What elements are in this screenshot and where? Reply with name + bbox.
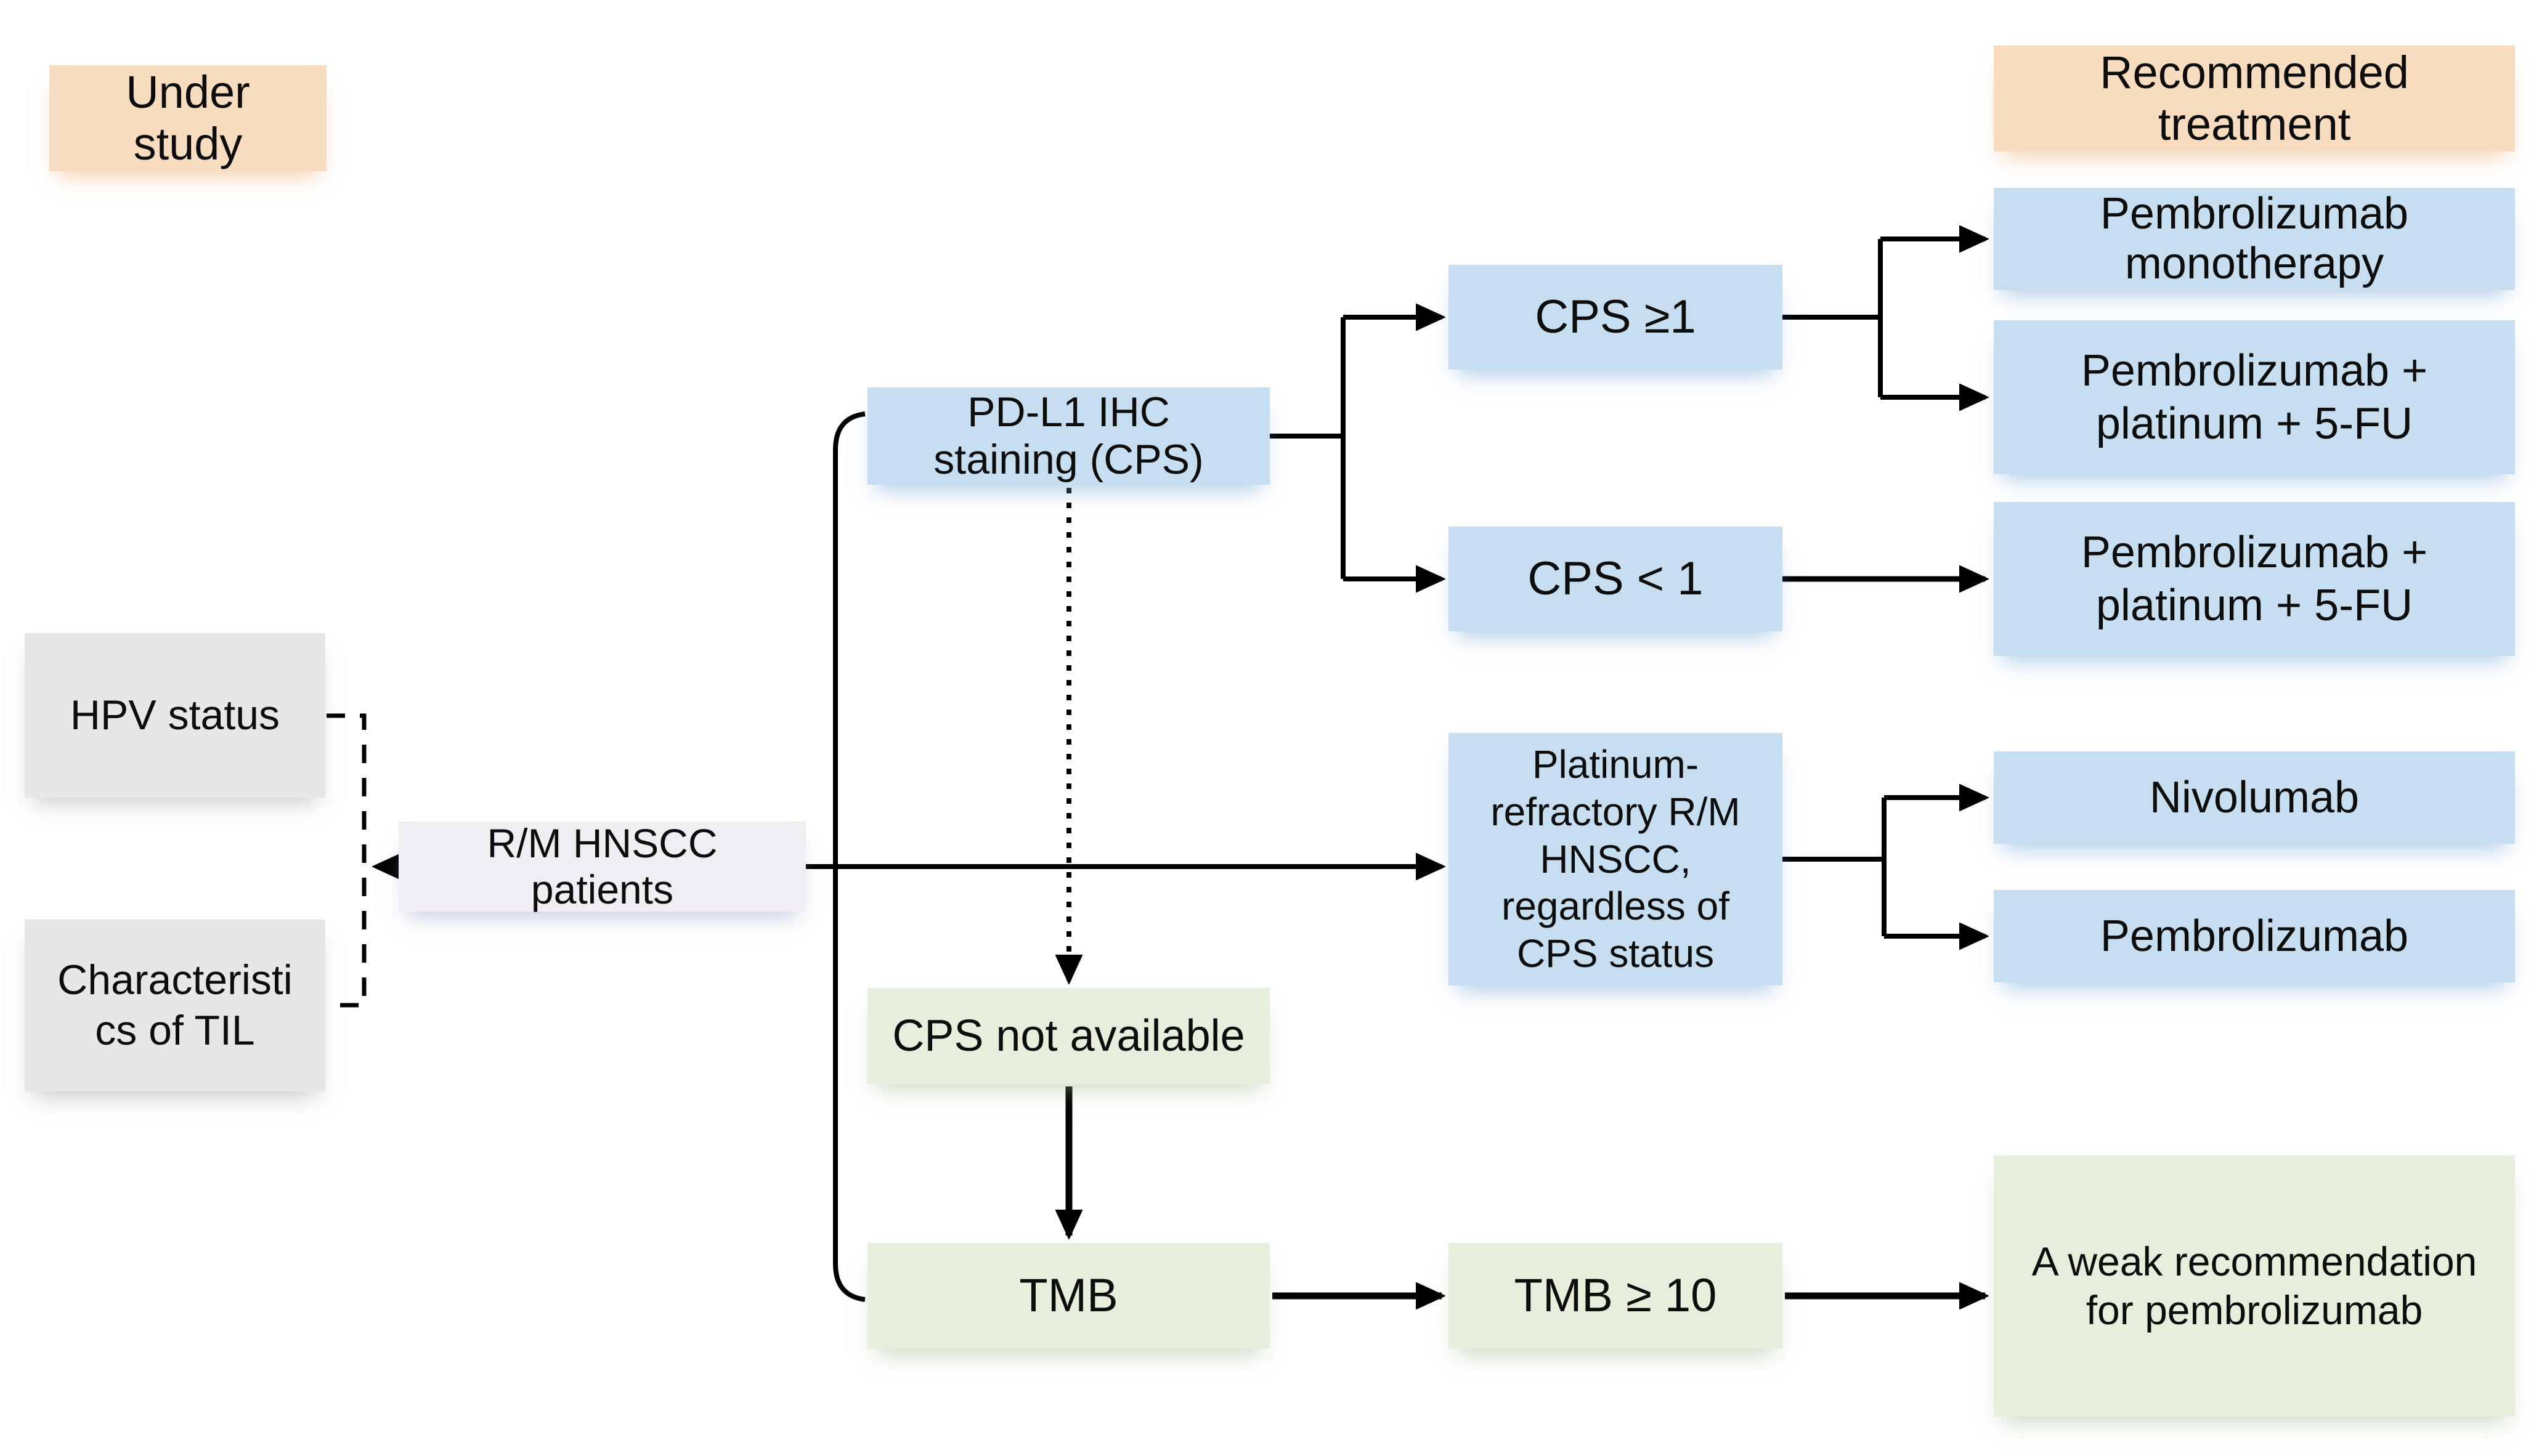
node-pembrolizumab-monotherapy-label: Pembrolizumab monotherapy [2100,188,2409,288]
node-pdl1-ihc-staining-label: PD-L1 IHC staining (CPS) [933,389,1204,483]
node-hpv-status: HPV status [25,633,325,798]
node-tmb-ge10-label: TMB ≥ 10 [1514,1269,1717,1322]
connector-dashed-understudy-bracket [327,713,367,1008]
node-tmb-label: TMB [1019,1269,1118,1322]
node-cps-not-available: CPS not available [867,988,1270,1084]
node-nivolumab: Nivolumab [1994,751,2515,844]
node-cps-ge1: CPS ≥1 [1448,265,1782,370]
node-rm-hnscc-patients: R/M HNSCC patients [399,820,806,912]
connector-cps-ge1-fork [1782,239,1883,397]
node-pembrolizumab-platinum-5fu-2: Pembrolizumab + platinum + 5-FU [1994,502,2515,656]
connector-pdl1-fork [1270,317,1346,579]
header-under-study-label: Under study [126,67,250,169]
node-tmb-ge10: TMB ≥ 10 [1448,1243,1782,1349]
node-characteristics-til-label: Characteristi cs of TIL [57,956,293,1054]
connector-rm-branch-bracket [833,411,866,1302]
node-platinum-refractory: Platinum- refractory R/M HNSCC, regardle… [1448,733,1782,985]
header-under-study: Under study [49,65,327,171]
node-pdl1-ihc-staining: PD-L1 IHC staining (CPS) [867,387,1270,485]
header-recommended-treatment: Recommended treatment [1994,46,2515,152]
header-recommended-treatment-label: Recommended treatment [2100,47,2409,150]
node-cps-ge1-label: CPS ≥1 [1535,291,1696,344]
node-characteristics-til: Characteristi cs of TIL [25,920,325,1091]
node-cps-lt1-label: CPS < 1 [1527,552,1704,605]
node-pembrolizumab-label: Pembrolizumab [2100,911,2409,961]
node-tmb: TMB [867,1243,1270,1349]
node-hpv-status-label: HPV status [70,691,280,738]
node-pembrolizumab-monotherapy: Pembrolizumab monotherapy [1994,188,2515,290]
node-pembrolizumab-platinum-5fu-1: Pembrolizumab + platinum + 5-FU [1994,320,2515,474]
connector-platrefractory-fork [1782,798,1887,936]
node-platinum-refractory-label: Platinum- refractory R/M HNSCC, regardle… [1490,742,1741,976]
node-pembrolizumab: Pembrolizumab [1994,890,2515,982]
node-pembrolizumab-platinum-5fu-2-label: Pembrolizumab + platinum + 5-FU [2081,527,2428,630]
node-weak-recommendation: A weak recommendation for pembrolizumab [1994,1155,2515,1417]
node-pembrolizumab-platinum-5fu-1-label: Pembrolizumab + platinum + 5-FU [2081,346,2428,448]
node-cps-not-available-label: CPS not available [892,1011,1245,1061]
node-nivolumab-label: Nivolumab [2149,772,2360,822]
node-cps-lt1: CPS < 1 [1448,527,1782,631]
node-rm-hnscc-patients-label: R/M HNSCC patients [487,820,718,912]
node-weak-recommendation-label: A weak recommendation for pembrolizumab [2031,1238,2477,1333]
